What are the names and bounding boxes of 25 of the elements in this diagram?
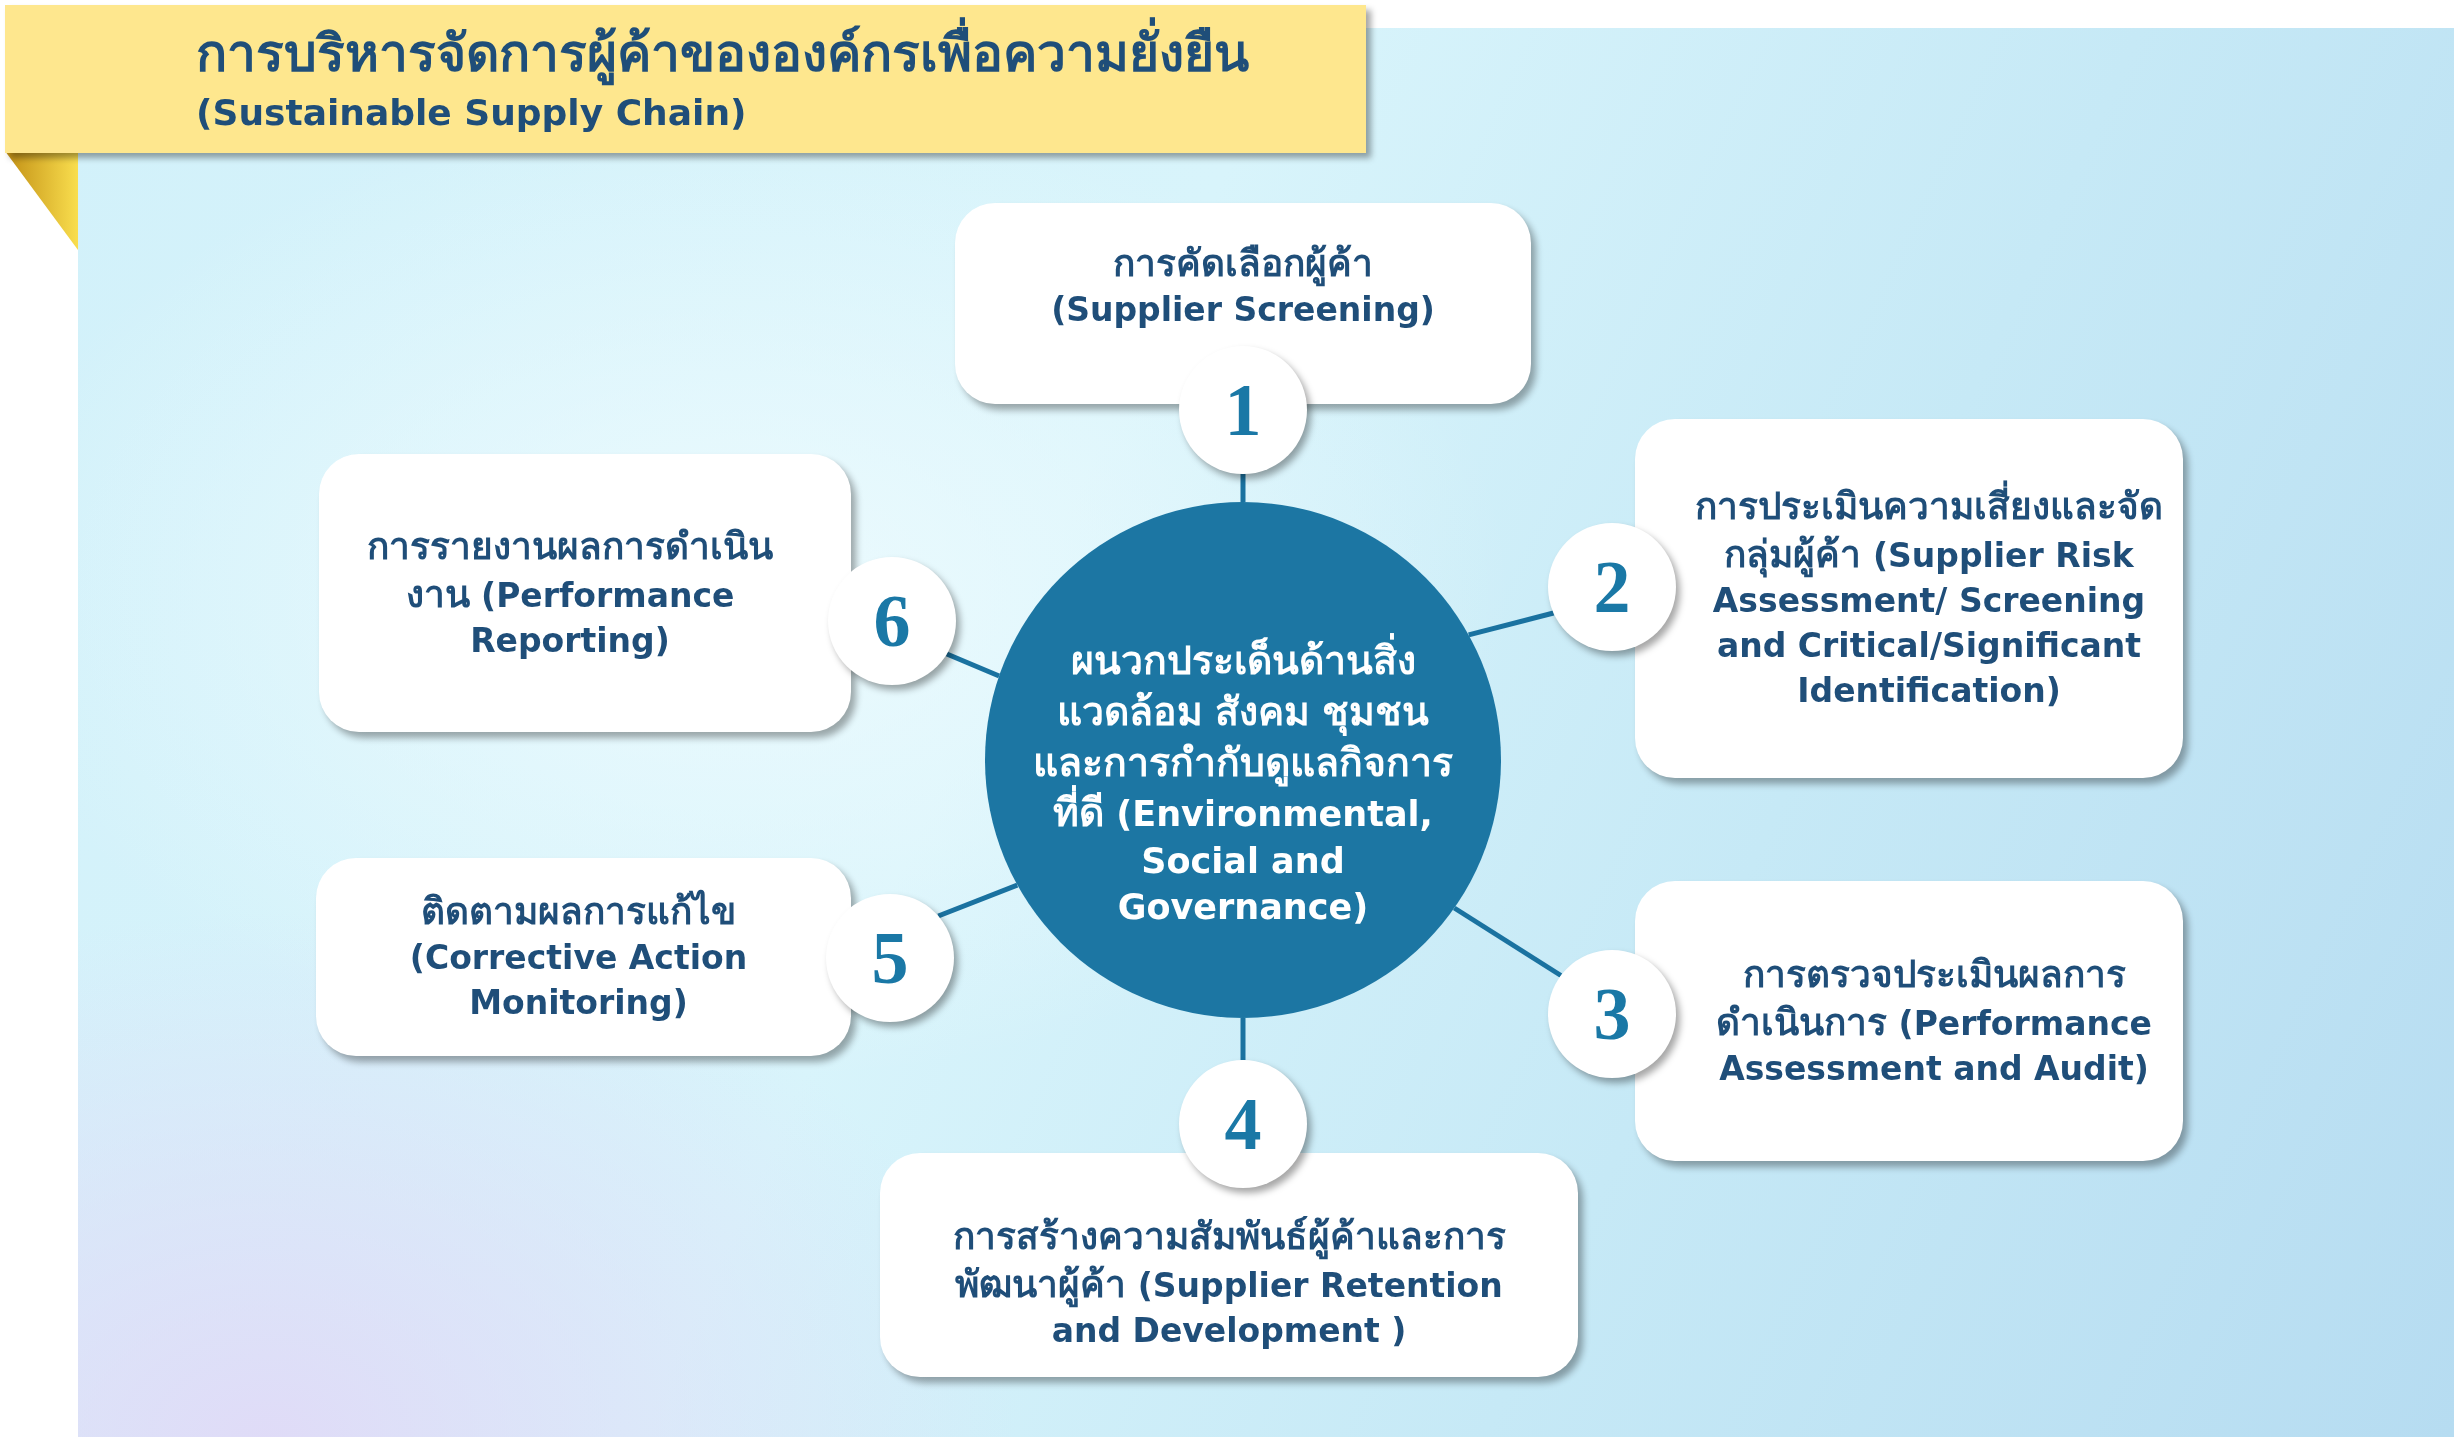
step-number: 1 (1224, 373, 1262, 447)
step-text: การคัดเลือกผู้ค้า (Supplier Screening) (1050, 241, 1436, 332)
step-number: 6 (873, 584, 911, 658)
step-number: 4 (1224, 1087, 1262, 1161)
step-box (1635, 419, 2183, 778)
step-box (1635, 881, 2183, 1161)
hub-text: ผนวกประเด็นด้านสิ่งแวดล้อม สังคม ชุมชนและการกำกับดูแลกิจการที่ดี (Environmental, Social and Governance) (1030, 629, 1456, 931)
step-text: การประเมินความเสี่ยงและจัดกลุ่มผู้ค้า (Supplier Risk Assessment/ Screening and Critical/Significant Identification) (1689, 477, 2169, 714)
step-text: การสร้างความสัมพันธ์ผู้ค้าและการพัฒนาผู้ค้า (Supplier Retention and Development ) (951, 1213, 1507, 1352)
connector-line (1240, 474, 1246, 502)
step-text: การตรวจประเมินผลการดำเนินการ (Performance Assessment and Audit) (1715, 951, 2153, 1090)
step-text: การรายงานผลการดำเนินงาน (Performance Reporting) (366, 523, 774, 662)
step-number: 3 (1593, 977, 1631, 1051)
connector-line (1452, 905, 1563, 978)
step-box (316, 858, 851, 1056)
connector-line (1468, 610, 1555, 638)
step-number: 2 (1593, 550, 1631, 624)
subtitle-text: (Sustainable Supply Chain) (196, 91, 747, 135)
step-text: ติดตามผลการแก้ไข (Corrective Action Monitoring) (408, 888, 749, 1024)
connector-line (1240, 1018, 1246, 1060)
connector-line (945, 651, 1001, 679)
step-box (880, 1153, 1578, 1377)
connector-line (937, 882, 1019, 919)
step-box (319, 454, 851, 732)
step-number: 5 (871, 921, 909, 995)
